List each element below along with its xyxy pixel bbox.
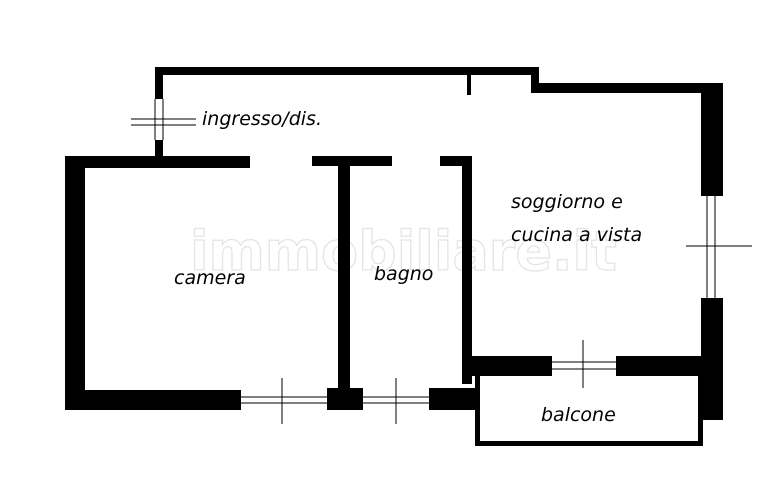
- corridor-stub: [467, 75, 471, 95]
- living-bottom-wall-right: [616, 356, 716, 376]
- label-living-line1: soggiorno e: [511, 191, 623, 213]
- bedroom-top-wall: [65, 156, 250, 168]
- bathroom-top-wall: [312, 156, 392, 166]
- living-bottom-wall-left: [462, 356, 552, 376]
- corridor-top-wall: [155, 67, 539, 75]
- bathroom-bottom-right-wall: [429, 388, 475, 410]
- bathroom-left-wall: [338, 156, 350, 390]
- balcony-bottom-rail: [475, 441, 703, 446]
- bathroom-top-right-wall: [440, 156, 472, 166]
- corridor-left-wall-upper: [155, 67, 163, 99]
- right-wall-upper: [701, 83, 723, 196]
- balcony-right-rail: [698, 376, 703, 446]
- watermark-logo: immobiliare.it: [190, 220, 617, 283]
- corridor-left-wall-lower: [155, 140, 163, 158]
- label-living-line2: cucina a vista: [511, 224, 642, 246]
- label-balcony: balcone: [541, 404, 616, 426]
- bathroom-bottom-pier: [327, 388, 363, 410]
- bathroom-right-wall: [462, 156, 472, 384]
- living-top-wall: [531, 83, 721, 93]
- walls: [65, 67, 723, 446]
- living-top-step-wall: [531, 67, 539, 93]
- bedroom-bottom-wall: [65, 390, 241, 410]
- label-bedroom: camera: [174, 267, 246, 289]
- label-entrance: ingresso/dis.: [202, 108, 322, 130]
- bedroom-left-wall: [65, 156, 85, 410]
- openings: [131, 99, 752, 424]
- label-bathroom: bagno: [374, 263, 433, 285]
- balcony-left-rail: [475, 376, 480, 446]
